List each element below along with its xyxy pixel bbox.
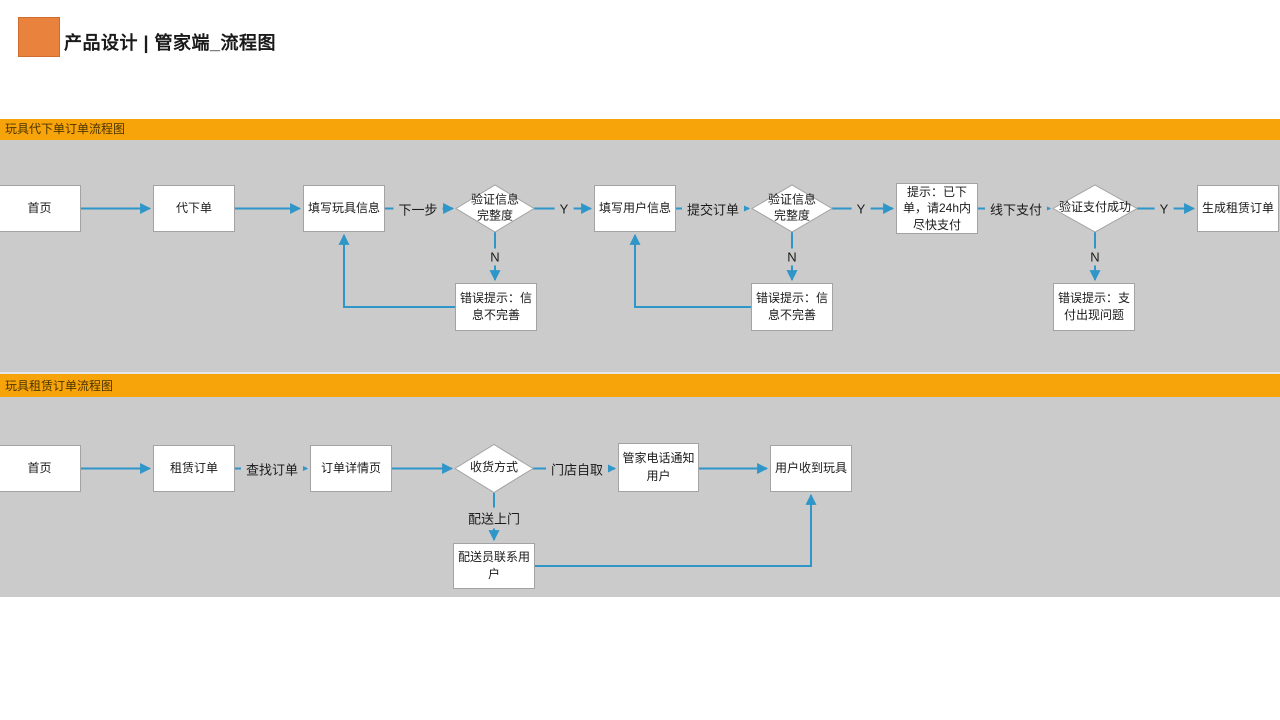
node-fill-toy-info: 填写玩具信息 [303, 185, 385, 232]
section2-title-bar: 玩具租赁订单流程图 [0, 372, 1280, 397]
edge-label-next-step: 下一步 [393, 198, 443, 220]
decision-label-delivery-method: 收货方式 [469, 460, 518, 475]
flow1-connector-layer [81, 184, 1196, 308]
node-error-info-1: 错误提示：信息不完善 [455, 283, 537, 331]
edge-label-no-2: N [782, 248, 802, 266]
decision-verify-info-2 [751, 184, 833, 233]
flow2-connector-layer [81, 443, 817, 567]
flow2-decision-shapes [454, 443, 534, 494]
edge-label-yes-3: Y [1154, 200, 1174, 218]
brand-square [18, 17, 60, 57]
decision-label-verify-info-1: 验证信息完整度 [470, 192, 519, 222]
node-fill-user-info: 填写用户信息 [594, 185, 676, 232]
decision-label-verify-payment: 验证支付成功 [1058, 200, 1131, 215]
node-generate-rental-order: 生成租赁订单 [1197, 185, 1279, 232]
edge-label-find-order: 查找订单 [240, 458, 304, 480]
edge-label-yes-1: Y [554, 200, 574, 218]
node-user-receive: 用户收到玩具 [770, 445, 852, 492]
edge-label-no-1: N [485, 248, 505, 266]
edge-label-home-delivery: 配送上门 [462, 507, 526, 529]
node-rental-order: 租赁订单 [153, 445, 235, 492]
edge-label-store-pickup: 门店自取 [545, 458, 609, 480]
section1-title-bar: 玩具代下单订单流程图 [0, 119, 1280, 140]
edge-label-no-3: N [1085, 248, 1105, 266]
decision-verify-info-1 [455, 184, 535, 233]
node-proxy-order: 代下单 [153, 185, 235, 232]
node-home: 首页 [0, 185, 81, 232]
node-courier-contact: 配送员联系用户 [453, 543, 535, 589]
decision-verify-payment [1051, 184, 1139, 233]
decision-label-verify-info-2: 验证信息完整度 [767, 192, 816, 222]
node-error-info-2: 错误提示：信息不完善 [751, 283, 833, 331]
node-order-detail: 订单详情页 [310, 445, 392, 492]
node-order-placed-tip: 提示：已下单，请24h内尽快支付 [896, 183, 978, 234]
decision-delivery-method [454, 443, 534, 494]
flow1-canvas: 首页 代下单 填写玩具信息 填写用户信息 提示：已下单，请24h内尽快支付 生成… [0, 140, 1280, 372]
node-butler-call: 管家电话通知用户 [618, 443, 699, 492]
node-home-2: 首页 [0, 445, 81, 492]
edge-label-yes-2: Y [851, 200, 871, 218]
edge-label-offline-pay: 线下支付 [984, 198, 1048, 220]
node-error-payment: 错误提示：支付出现问题 [1053, 283, 1135, 331]
edge-label-submit-order: 提交订单 [681, 198, 745, 220]
flow2-canvas: 首页 租赁订单 订单详情页 管家电话通知用户 用户收到玩具 配送员联系用户 收货… [0, 397, 1280, 597]
flow1-decision-shapes [455, 184, 1139, 233]
page-title: 产品设计 | 管家端_流程图 [64, 33, 277, 53]
